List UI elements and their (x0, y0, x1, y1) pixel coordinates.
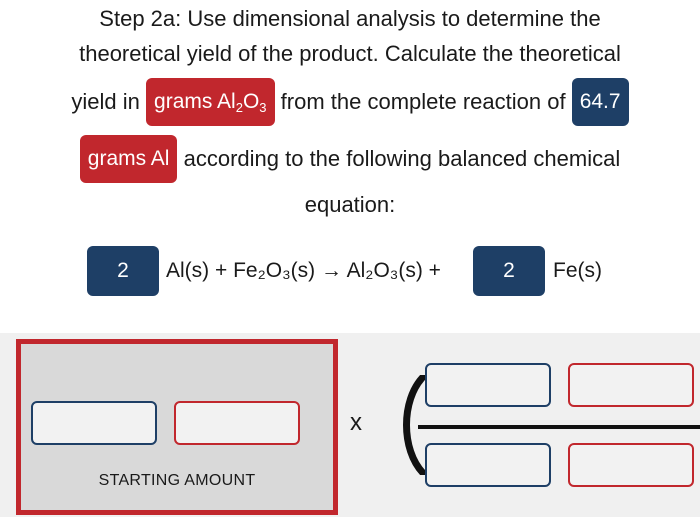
coefficient-al: 2 (87, 246, 159, 296)
product-unit-text: grams Al (154, 90, 236, 113)
denominator-unit-slot[interactable] (568, 443, 694, 487)
reaction-of-text: from the complete reaction of (280, 89, 566, 114)
dimensional-analysis-workspace: STARTING AMOUNT x (0, 333, 700, 517)
numerator-unit-slot[interactable] (568, 363, 694, 407)
yield-in-text: yield in (71, 89, 140, 114)
balanced-equation: 2 Al(s) + Fe₂O₃(s) → Al₂O₃(s) + 2 Fe(s) (0, 246, 700, 298)
problem-line-3: yield in grams Al2O3 from the complete r… (0, 78, 700, 126)
problem-line-2: theoretical yield of the product. Calcul… (79, 41, 621, 66)
starting-amount-unit-slot[interactable] (174, 401, 300, 445)
open-parenthesis (403, 375, 427, 475)
amount-value-chip: 64.7 (571, 78, 629, 126)
product-unit-sub-1: 2 (235, 100, 243, 115)
reactant-unit-chip: grams Al (79, 135, 178, 183)
numerator-value-slot[interactable] (425, 363, 551, 407)
equation-reactants-text: Al(s) + Fe₂O₃(s) → Al₂O₃(s) + (166, 259, 441, 282)
according-text: according to the following balanced chem… (183, 146, 621, 171)
fraction-bar (418, 425, 700, 429)
product-unit-oxygen: O (242, 90, 260, 113)
problem-line-1: Step 2a: Use dimensional analysis to det… (99, 6, 601, 31)
problem-line-4: grams Al according to the following bala… (0, 135, 700, 183)
product-unit-sub-2: 3 (259, 100, 267, 115)
coefficient-fe: 2 (473, 246, 545, 296)
equation-products-text: Fe(s) (553, 259, 602, 282)
starting-amount-label: STARTING AMOUNT (98, 472, 256, 489)
starting-amount-value-slot[interactable] (31, 401, 157, 445)
multiply-sign: x (350, 409, 362, 436)
denominator-value-slot[interactable] (425, 443, 551, 487)
product-unit-chip: grams Al2O3 (146, 78, 275, 126)
problem-line-5: equation: (304, 192, 396, 217)
starting-amount-box[interactable]: STARTING AMOUNT (16, 339, 338, 515)
